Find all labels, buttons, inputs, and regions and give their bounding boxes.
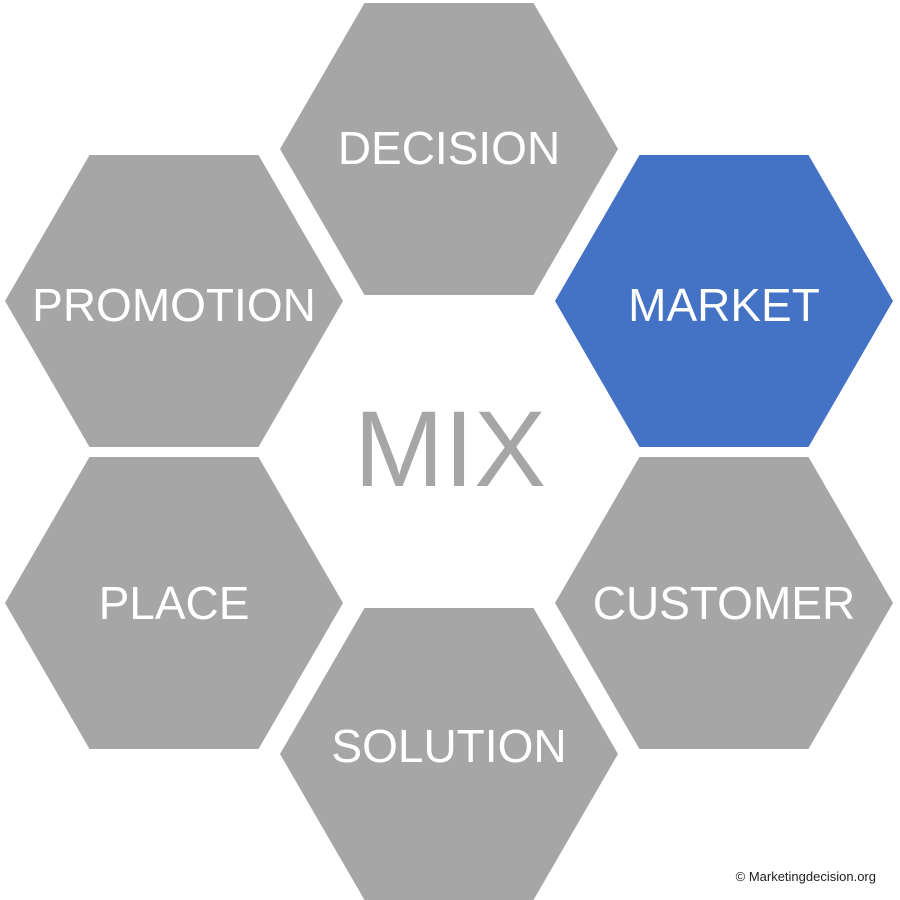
hexagon-place: PLACE [5, 457, 343, 749]
hexagon-market: MARKET [555, 155, 893, 447]
hexagon-solution-label: SOLUTION [331, 720, 567, 772]
hexagon-customer-label: CUSTOMER [592, 577, 856, 629]
hexagon-solution: SOLUTION [280, 608, 618, 900]
hexagon-decision-label: DECISION [337, 122, 561, 174]
hexagon-customer: CUSTOMER [555, 457, 893, 749]
copyright-notice: © Marketingdecision.org [735, 869, 876, 884]
center-label: MIX [353, 388, 546, 509]
hexagon-promotion: PROMOTION [5, 155, 343, 447]
hexagon-decision: DECISION [280, 3, 618, 295]
hexagon-market-label: MARKET [628, 279, 820, 331]
hexagon-promotion-label: PROMOTION [32, 279, 316, 331]
hexagon-place-label: PLACE [98, 577, 250, 629]
